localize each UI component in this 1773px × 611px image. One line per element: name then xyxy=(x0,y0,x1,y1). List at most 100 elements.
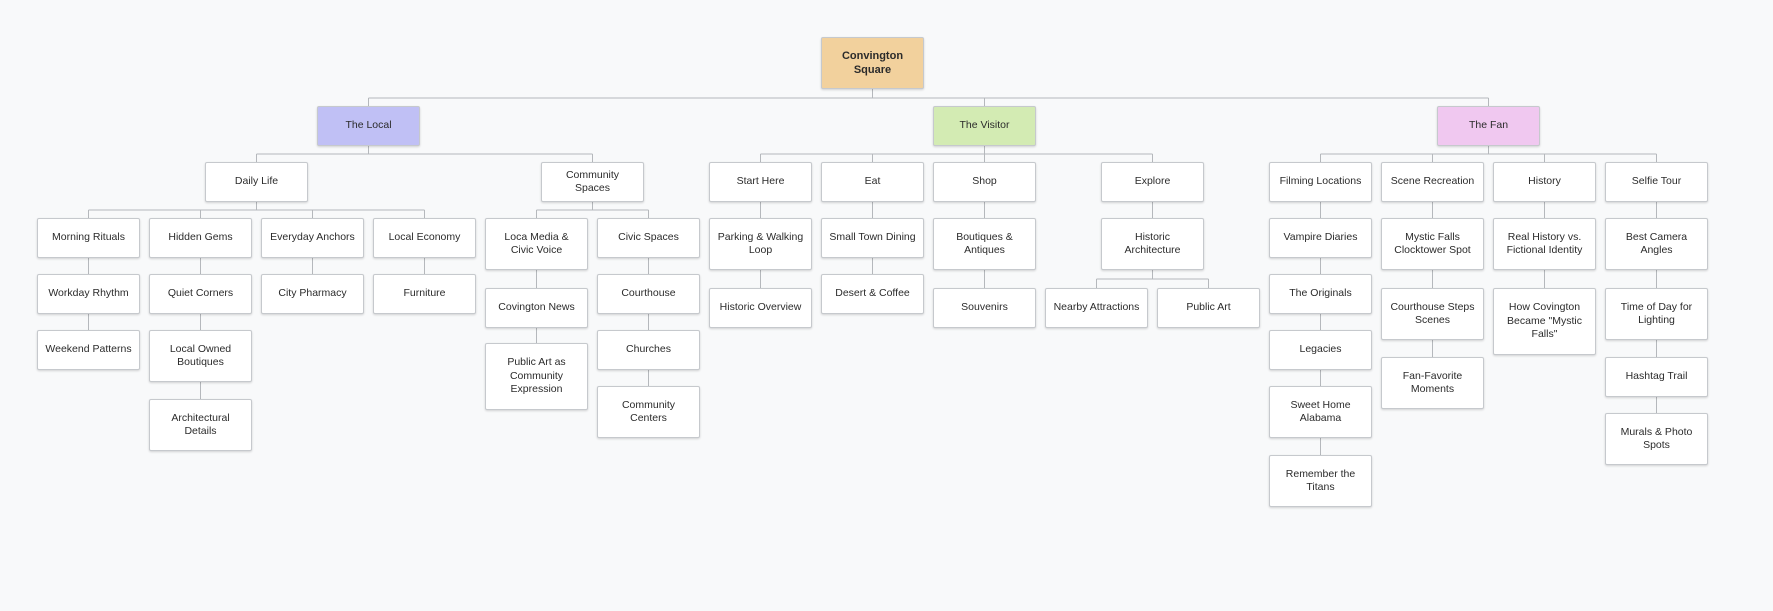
detail-node-city-pharmacy[interactable]: City Pharmacy xyxy=(261,274,364,314)
topic-node-local-economy[interactable]: Local Economy xyxy=(373,218,476,258)
category-node-history[interactable]: History xyxy=(1493,162,1596,202)
detail-node-souvenirs[interactable]: Souvenirs xyxy=(933,288,1036,328)
category-node-explore[interactable]: Explore xyxy=(1101,162,1204,202)
category-label: Selfie Tour xyxy=(1631,175,1682,188)
detail-label: The Originals xyxy=(1289,287,1352,300)
detail-label: Community Centers xyxy=(621,398,676,425)
topic-label: Hidden Gems xyxy=(168,231,233,244)
topic-label: Civic Spaces xyxy=(618,231,679,244)
detail-node-furniture[interactable]: Furniture xyxy=(373,274,476,314)
branch-node-the-visitor[interactable]: The Visitor xyxy=(933,106,1036,146)
detail-label: Time of Day for Lighting xyxy=(1620,300,1693,327)
category-label: Eat xyxy=(864,175,881,188)
detail-label: Furniture xyxy=(403,287,446,300)
topic-node-best-camera-angles[interactable]: Best Camera Angles xyxy=(1605,218,1708,270)
topic-node-historic-architecture[interactable]: Historic Architecture xyxy=(1101,218,1204,270)
detail-node-quiet-corners[interactable]: Quiet Corners xyxy=(149,274,252,314)
detail-label: Quiet Corners xyxy=(167,287,234,300)
topic-node-real-vs-fictional[interactable]: Real History vs. Fictional Identity xyxy=(1493,218,1596,270)
detail-node-hashtag-trail[interactable]: Hashtag Trail xyxy=(1605,357,1708,397)
detail-label: Weekend Patterns xyxy=(45,343,132,356)
detail-node-remember-the-titans[interactable]: Remember the Titans xyxy=(1269,455,1372,507)
root-label: Convington Square xyxy=(841,50,904,76)
detail-node-nearby-attractions[interactable]: Nearby Attractions xyxy=(1045,288,1148,328)
detail-node-sweet-home-alabama[interactable]: Sweet Home Alabama xyxy=(1269,386,1372,438)
topic-label: Local Economy xyxy=(388,231,461,244)
topic-node-parking-walking-loop[interactable]: Parking & Walking Loop xyxy=(709,218,812,270)
detail-node-public-art-expression[interactable]: Public Art as Community Expression xyxy=(485,343,588,410)
topic-label: Morning Rituals xyxy=(52,231,125,244)
topic-label: Mystic Falls Clocktower Spot xyxy=(1394,230,1471,257)
topic-label: Boutiques & Antiques xyxy=(956,230,1013,257)
detail-node-the-originals[interactable]: The Originals xyxy=(1269,274,1372,314)
topic-node-mystic-falls-clocktower[interactable]: Mystic Falls Clocktower Spot xyxy=(1381,218,1484,270)
topic-label: Real History vs. Fictional Identity xyxy=(1506,230,1583,257)
topic-node-vampire-diaries[interactable]: Vampire Diaries xyxy=(1269,218,1372,258)
topic-node-everyday-anchors[interactable]: Everyday Anchors xyxy=(261,218,364,258)
detail-label: Desert & Coffee xyxy=(835,287,910,300)
detail-label: Fan-Favorite Moments xyxy=(1402,369,1463,396)
detail-node-courthouse-steps[interactable]: Courthouse Steps Scenes xyxy=(1381,288,1484,340)
topic-label: Vampire Diaries xyxy=(1283,231,1358,244)
category-label: Filming Locations xyxy=(1279,175,1362,188)
topic-label: Historic Architecture xyxy=(1124,230,1181,257)
detail-node-local-owned-boutiques[interactable]: Local Owned Boutiques xyxy=(149,330,252,382)
topic-label: Best Camera Angles xyxy=(1625,230,1688,257)
category-node-daily-life[interactable]: Daily Life xyxy=(205,162,308,202)
detail-label: Nearby Attractions xyxy=(1053,301,1140,314)
category-node-start-here[interactable]: Start Here xyxy=(709,162,812,202)
detail-node-time-of-day[interactable]: Time of Day for Lighting xyxy=(1605,288,1708,340)
topic-node-boutiques-antiques[interactable]: Boutiques & Antiques xyxy=(933,218,1036,270)
topic-node-civic-spaces[interactable]: Civic Spaces xyxy=(597,218,700,258)
detail-label: Souvenirs xyxy=(961,301,1008,314)
detail-node-desert-coffee[interactable]: Desert & Coffee xyxy=(821,274,924,314)
branch-label-the-visitor: The Visitor xyxy=(959,119,1010,132)
category-node-selfie-tour[interactable]: Selfie Tour xyxy=(1605,162,1708,202)
detail-label: Churches xyxy=(626,343,671,356)
topic-node-small-town-dining[interactable]: Small Town Dining xyxy=(821,218,924,258)
detail-label: Historic Overview xyxy=(719,301,802,314)
category-node-scene-recreation[interactable]: Scene Recreation xyxy=(1381,162,1484,202)
detail-node-weekend-patterns[interactable]: Weekend Patterns xyxy=(37,330,140,370)
detail-label: Public Art as Community Expression xyxy=(507,356,566,396)
category-node-shop[interactable]: Shop xyxy=(933,162,1036,202)
detail-label: City Pharmacy xyxy=(278,287,347,300)
topic-label: Small Town Dining xyxy=(829,231,916,244)
detail-node-covington-news[interactable]: Covington News xyxy=(485,288,588,328)
detail-label: Courthouse Steps Scenes xyxy=(1390,300,1475,327)
category-node-filming-locations[interactable]: Filming Locations xyxy=(1269,162,1372,202)
branch-label-the-fan: The Fan xyxy=(1468,119,1509,132)
category-label: History xyxy=(1528,175,1561,188)
category-node-community-spaces[interactable]: Community Spaces xyxy=(541,162,644,202)
detail-node-community-centers[interactable]: Community Centers xyxy=(597,386,700,438)
category-label: Explore xyxy=(1134,175,1171,188)
category-label: Shop xyxy=(972,175,997,188)
branch-node-the-fan[interactable]: The Fan xyxy=(1437,106,1540,146)
branch-node-the-local[interactable]: The Local xyxy=(317,106,420,146)
detail-node-historic-overview[interactable]: Historic Overview xyxy=(709,288,812,328)
detail-label: Sweet Home Alabama xyxy=(1290,398,1351,425)
category-label: Daily Life xyxy=(234,175,279,188)
root-node[interactable]: Convington Square xyxy=(821,37,924,89)
category-label: Scene Recreation xyxy=(1390,175,1475,188)
detail-node-courthouse[interactable]: Courthouse xyxy=(597,274,700,314)
detail-node-architectural-details[interactable]: Architectural Details xyxy=(149,399,252,451)
detail-node-public-art[interactable]: Public Art xyxy=(1157,288,1260,328)
category-label: Start Here xyxy=(736,175,785,188)
category-node-eat[interactable]: Eat xyxy=(821,162,924,202)
detail-node-murals-photo-spots[interactable]: Murals & Photo Spots xyxy=(1605,413,1708,465)
detail-label: Remember the Titans xyxy=(1285,467,1356,494)
detail-node-legacies[interactable]: Legacies xyxy=(1269,330,1372,370)
branch-label-the-local: The Local xyxy=(345,119,392,132)
topic-node-hidden-gems[interactable]: Hidden Gems xyxy=(149,218,252,258)
detail-node-workday-rhythm[interactable]: Workday Rhythm xyxy=(37,274,140,314)
detail-node-fan-favorite-moments[interactable]: Fan-Favorite Moments xyxy=(1381,357,1484,409)
detail-label: Local Owned Boutiques xyxy=(169,342,232,369)
detail-node-churches[interactable]: Churches xyxy=(597,330,700,370)
topic-node-loca-media[interactable]: Loca Media & Civic Voice xyxy=(485,218,588,270)
detail-label: Legacies xyxy=(1299,343,1342,356)
detail-node-how-covington-became[interactable]: How Covington Became "Mystic Falls" xyxy=(1493,288,1596,355)
topic-node-morning-rituals[interactable]: Morning Rituals xyxy=(37,218,140,258)
